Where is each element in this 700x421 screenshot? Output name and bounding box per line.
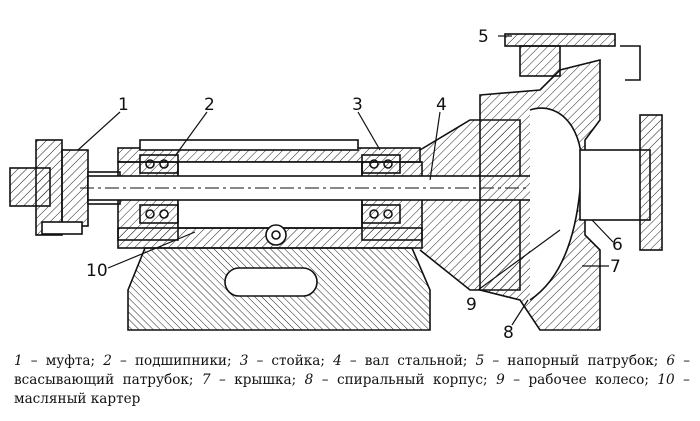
callout-6: 6 (612, 235, 623, 255)
legend-num: 10 (657, 372, 675, 388)
callout-labels: 1 2 3 4 5 6 7 8 9 10 (86, 27, 623, 343)
pump-section-drawing: 1 2 3 4 5 6 7 8 9 10 (9, 27, 663, 343)
callout-3: 3 (352, 95, 363, 115)
legend-num: 2 (103, 353, 112, 369)
legend-text: – всасывающий патрубок; (14, 353, 690, 388)
legend-text: – стойка; (248, 353, 334, 369)
legend-text: – спиральный корпус; (313, 372, 497, 388)
legend-num: 1 (14, 353, 23, 369)
pump-drawing-lines (9, 33, 663, 331)
leader-lines (77, 35, 614, 326)
legend-num: 4 (333, 353, 342, 369)
callout-2: 2 (204, 95, 215, 115)
callout-5: 5 (478, 27, 489, 47)
legend-text: – напорный патрубок; (484, 353, 667, 369)
pump-casing-part (479, 33, 663, 331)
legend-text: – масляный картер (14, 372, 690, 407)
legend-num: 9 (496, 372, 505, 388)
bearings-part (139, 154, 401, 224)
legend-text: – крышка; (210, 372, 305, 388)
legend-num: 5 (475, 353, 485, 369)
legend-num: 3 (239, 353, 249, 369)
callout-4: 4 (436, 95, 447, 115)
callout-10: 10 (86, 261, 108, 281)
callout-7: 7 (610, 257, 621, 277)
bearing-housing-part (117, 119, 521, 331)
legend-text: – рабочее колесо; (504, 372, 658, 388)
legend-num: 7 (201, 372, 211, 388)
legend-text: – подшипники; (111, 353, 240, 369)
callout-9: 9 (466, 295, 477, 315)
callout-8: 8 (503, 323, 514, 343)
legend-num: 8 (304, 372, 314, 388)
legend-caption: 1 – муфта; 2 – подшипники; 3 – стойка; 4… (14, 352, 690, 409)
legend-text: – вал стальной; (341, 353, 476, 369)
legend-num: 6 (666, 353, 676, 369)
callout-1: 1 (118, 95, 129, 115)
legend-text: – муфта; (22, 353, 104, 369)
